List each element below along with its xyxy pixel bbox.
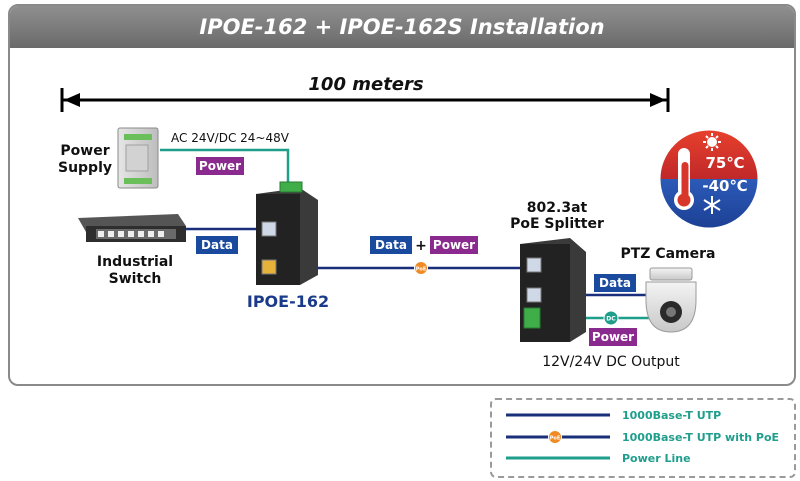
power-tag-poe: Power [430,236,478,254]
industrial-switch-device [78,214,186,242]
power-supply-device [117,127,159,189]
legend-label-utp: 1000Base-T UTP [622,409,721,422]
svg-text:Power: Power [592,330,634,344]
temp-high-label: 75℃ [705,154,744,172]
power-tag: Power [196,157,244,175]
injector-device [256,181,318,285]
data-tag-camera: Data [594,274,636,292]
svg-text:PoE: PoE [550,436,561,442]
power-supply-label-line1: Power [60,143,109,159]
data-tag-poe: Data [370,236,412,254]
svg-text:Power: Power [433,238,475,252]
snowflake-icon [703,196,721,214]
legend: 1000Base-T UTP PoE 1000Base-T UTP with P… [506,409,779,465]
dc-output-label: 12V/24V DC Output [542,354,680,370]
switch-label-line1: Industrial [97,254,173,270]
distance-arrow [60,88,670,112]
switch-label-line2: Switch [109,271,162,287]
data-tag-switch: Data [196,236,238,254]
power-line [160,148,290,186]
svg-text:Power: Power [199,159,241,173]
svg-text:DC: DC [606,316,616,323]
temp-low-label: -40℃ [702,177,747,195]
svg-text:Data: Data [599,276,631,290]
legend-box [490,398,796,478]
power-input-label: AC 24V/DC 24~48V [171,131,290,145]
camera-label: PTZ Camera [621,246,716,262]
page-title: IPOE-162 + IPOE-162S Installation [199,15,605,39]
thermometer-icon [674,148,694,210]
dc-marker: DC [603,310,619,326]
power-tag-camera: Power [589,328,637,346]
poe-marker: PoE [414,261,428,275]
splitter-label-line1: 802.3at [527,200,588,216]
plus-sign: + [415,238,427,254]
splitter-label-line2: PoE Splitter [510,216,604,232]
distance-label: 100 meters [308,74,423,95]
svg-text:PoE: PoE [416,267,427,273]
svg-text:Data: Data [201,238,233,252]
sun-icon [703,133,721,151]
svg-text:Data: Data [375,238,407,252]
splitter-device [520,238,586,342]
power-supply-label-line2: Supply [58,160,112,176]
legend-label-power: Power Line [622,452,691,465]
legend-poe-marker [548,430,562,444]
title-bar [10,6,794,48]
ptz-camera-device [645,267,697,333]
temperature-badge: 75℃ -40℃ [657,127,761,231]
legend-label-poe: 1000Base-T UTP with PoE [622,431,779,444]
injector-label: IPOE-162 [247,292,329,311]
